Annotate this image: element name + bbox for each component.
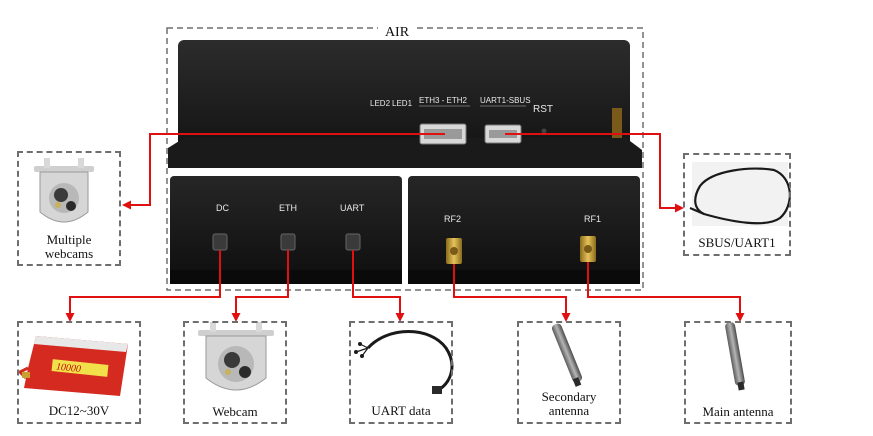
line-to-secondary-antenna (453, 264, 571, 322)
sbus-uart1-label: SBUS/UART1 (698, 235, 776, 250)
device-left-panel: DC ETH UART (170, 176, 402, 284)
led2-label: LED2 (370, 99, 391, 108)
air-frame (166, 27, 644, 291)
rst-button (541, 128, 547, 134)
uart-data-cable-icon (354, 330, 454, 394)
uart-port-label: UART1-SBUS (480, 96, 531, 105)
battery-frame (17, 321, 141, 424)
multiple-webcams-frame (17, 151, 121, 266)
battery-label: DC12~30V (48, 403, 110, 418)
uart-socket (345, 233, 361, 251)
dc-label: DC (216, 203, 229, 213)
main-antenna-frame (684, 321, 792, 424)
sbus-uart1-cable-icon (689, 162, 791, 226)
led1-label: LED1 (392, 99, 413, 108)
rf2-label: RF2 (444, 214, 461, 224)
connection-lines (65, 133, 745, 322)
line-to-uart-data (352, 250, 405, 322)
main-antenna-label: Main antenna (702, 404, 774, 419)
dc-socket (212, 233, 228, 251)
secondary-antenna-frame (517, 321, 621, 424)
uart-data-frame (349, 321, 453, 424)
rst-label: RST (533, 104, 553, 115)
eth-socket (280, 233, 296, 251)
line-to-battery (65, 250, 221, 322)
sbus-uart1-frame (683, 153, 791, 256)
device-right-panel: RF2 RF1 (408, 176, 640, 284)
line-to-multiple-webcams (122, 133, 445, 210)
uart-label: UART (340, 203, 365, 213)
secondary-antenna-icon (551, 323, 583, 387)
secondary-antenna-label-line2: antenna (548, 403, 590, 418)
line-to-main-antenna (587, 262, 745, 322)
rf1-label: RF1 (584, 214, 601, 224)
main-antenna-icon (725, 322, 745, 391)
eth-port-label: ETH3 - ETH2 (419, 96, 468, 105)
secondary-antenna-label: Secondary antenna (519, 390, 619, 418)
multiple-webcams-label-line2: webcams (44, 246, 94, 261)
eth-label: ETH (279, 203, 297, 213)
battery-capacity-print: 10000 (55, 362, 81, 376)
battery-icon: 10000 (17, 336, 128, 396)
device-top-view: LED2 LED1 ETH3 - ETH2 UART1-SBUS RST (168, 40, 642, 168)
webcam-camera-icon (198, 322, 274, 391)
multiple-webcams-camera-icon (34, 158, 94, 223)
multiple-webcams-label: Multiple webcams (19, 233, 119, 261)
multiple-webcams-label-line1: Multiple (46, 232, 92, 247)
webcam-label: Webcam (212, 404, 258, 419)
webcam-frame (183, 321, 287, 424)
line-to-webcam (231, 250, 289, 322)
line-to-sbus-uart1 (505, 133, 684, 213)
air-title: AIR (385, 25, 410, 40)
uart-data-label: UART data (371, 403, 431, 418)
secondary-antenna-label-line1: Secondary (541, 389, 597, 404)
